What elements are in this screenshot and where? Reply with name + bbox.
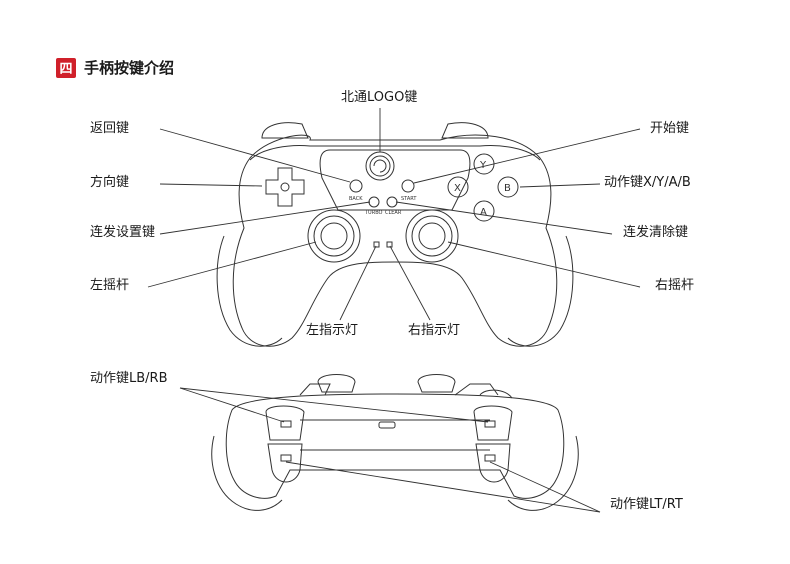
label-left-led: 左指示灯	[306, 323, 359, 338]
label-dpad: 方向键	[90, 175, 130, 190]
label-start-key: 开始键	[650, 121, 690, 136]
right-stick-top	[417, 374, 456, 393]
left-grip-top	[211, 435, 283, 511]
left-stick-top	[317, 374, 356, 393]
back-button[interactable]	[349, 179, 363, 193]
lb-button[interactable]	[265, 405, 305, 441]
front-leader-lines	[147, 108, 641, 321]
right-grip-line	[507, 235, 574, 347]
dpad[interactable]	[265, 167, 305, 207]
label-lb-rb: 动作键LB/RB	[90, 371, 168, 386]
lt-trigger[interactable]	[267, 443, 303, 483]
x-button[interactable]	[447, 176, 469, 198]
logo-button-ring	[369, 155, 391, 177]
controller-body	[232, 134, 558, 347]
right-stick[interactable]	[405, 209, 459, 263]
logo-mark	[373, 159, 387, 173]
label-lt-rt: 动作键LT/RT	[610, 497, 683, 512]
right-grip-top	[507, 435, 579, 511]
section-header: 四 手柄按键介绍	[56, 57, 174, 78]
back-button-mark: BACK	[349, 196, 363, 202]
label-clear-key: 连发清除键	[623, 225, 689, 240]
left-bumper-top	[261, 122, 309, 139]
clear-button-mark: CLEAR	[385, 210, 402, 216]
label-right-stick: 右摇杆	[655, 278, 695, 293]
front-view-controller: BACK START TURBO CLEAR Y X B A	[216, 122, 574, 347]
dpad-center	[280, 182, 290, 192]
left-grip-line	[216, 235, 283, 347]
controller-body-top	[225, 393, 565, 499]
start-button-mark: START	[401, 196, 417, 202]
section-number-badge: 四	[56, 57, 76, 78]
top-leader-lines	[179, 387, 601, 513]
section-title: 手柄按键介绍	[84, 59, 175, 77]
a-button[interactable]	[473, 200, 495, 222]
rb-button[interactable]	[473, 405, 513, 441]
x-button-mark: X	[454, 183, 461, 194]
turbo-button-mark: TURBO	[364, 210, 383, 216]
top-view-controller	[211, 374, 579, 511]
label-logo-key: 北通LOGO键	[341, 90, 418, 105]
clear-button[interactable]	[386, 196, 398, 208]
label-left-stick: 左摇杆	[90, 278, 130, 293]
turbo-button[interactable]	[368, 196, 380, 208]
usb-port	[378, 421, 396, 429]
label-action-xyab: 动作键X/Y/A/B	[604, 175, 691, 190]
face-buttons: Y X B A	[447, 153, 519, 222]
left-led	[373, 241, 380, 248]
label-right-led: 右指示灯	[408, 323, 461, 338]
y-button-mark: Y	[479, 160, 487, 171]
right-led	[386, 241, 393, 248]
label-back-key: 返回键	[90, 121, 130, 136]
a-button-mark: A	[480, 207, 487, 218]
b-button[interactable]	[497, 176, 519, 198]
right-bumper-top	[441, 122, 489, 139]
b-button-mark: B	[504, 183, 511, 194]
top-edge-line	[249, 145, 541, 161]
start-button[interactable]	[401, 179, 415, 193]
left-stick[interactable]	[307, 209, 361, 263]
label-turbo-key: 连发设置键	[90, 225, 156, 240]
